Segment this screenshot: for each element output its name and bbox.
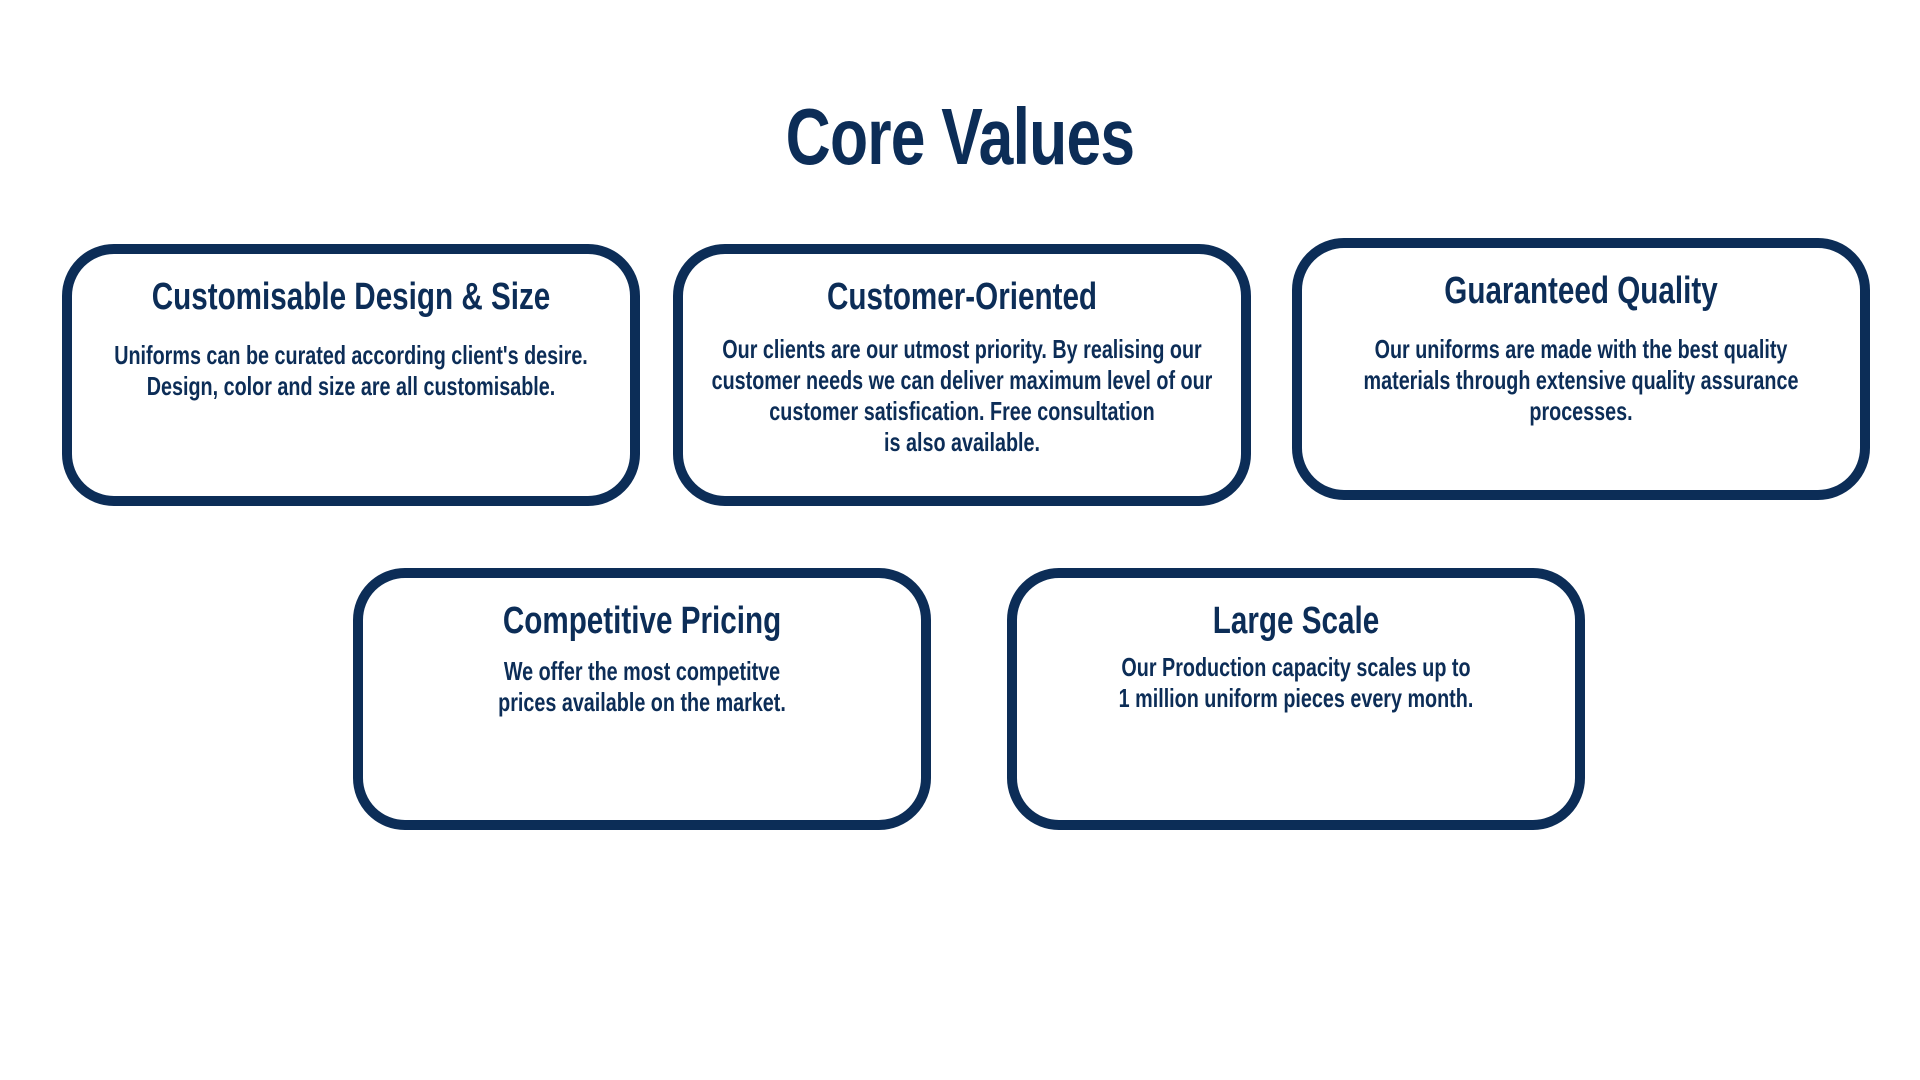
- card-description-line: customer satisfication. Free consultatio…: [769, 396, 1155, 426]
- card-description: We offer the most competitve prices avai…: [371, 656, 914, 718]
- card-title: Large Scale: [1212, 600, 1380, 642]
- card-description-line: Design, color and size are all customisa…: [146, 371, 556, 401]
- value-card-competitive-pricing: Competitive Pricing We offer the most co…: [353, 568, 931, 830]
- card-description-line: prices available on the market.: [498, 687, 786, 717]
- card-description-line: Our Production capacity scales up to: [1121, 652, 1471, 682]
- card-description: Our uniforms are made with the best qual…: [1310, 334, 1853, 427]
- card-description-line: processes.: [1529, 396, 1633, 426]
- card-title: Guaranteed Quality: [1444, 270, 1718, 312]
- card-description: Our Production capacity scales up to 1 m…: [1025, 652, 1568, 714]
- card-description: Our clients are our utmost priority. By …: [691, 334, 1234, 458]
- page-title: Core Values: [785, 92, 1135, 181]
- card-description-line: Our clients are our utmost priority. By …: [722, 334, 1202, 364]
- card-title: Customisable Design & Size: [151, 276, 551, 318]
- value-card-guaranteed-quality: Guaranteed Quality Our uniforms are made…: [1292, 238, 1870, 500]
- card-description-line: 1 million uniform pieces every month.: [1118, 683, 1474, 713]
- card-description-line: Uniforms can be curated according client…: [114, 340, 588, 370]
- card-description-line: Our uniforms are made with the best qual…: [1374, 334, 1788, 364]
- card-title: Competitive Pricing: [502, 600, 782, 642]
- card-description-line: is also available.: [884, 427, 1040, 457]
- value-card-customisable-design: Customisable Design & Size Uniforms can …: [62, 244, 640, 506]
- card-title: Customer-Oriented: [826, 276, 1098, 318]
- card-description-line: customer needs we can deliver maximum le…: [711, 365, 1213, 395]
- card-description-line: We offer the most competitve: [503, 656, 781, 686]
- value-card-customer-oriented: Customer-Oriented Our clients are our ut…: [673, 244, 1251, 506]
- card-description-line: materials through extensive quality assu…: [1363, 365, 1799, 395]
- value-card-large-scale: Large Scale Our Production capacity scal…: [1007, 568, 1585, 830]
- card-description: Uniforms can be curated according client…: [80, 340, 623, 402]
